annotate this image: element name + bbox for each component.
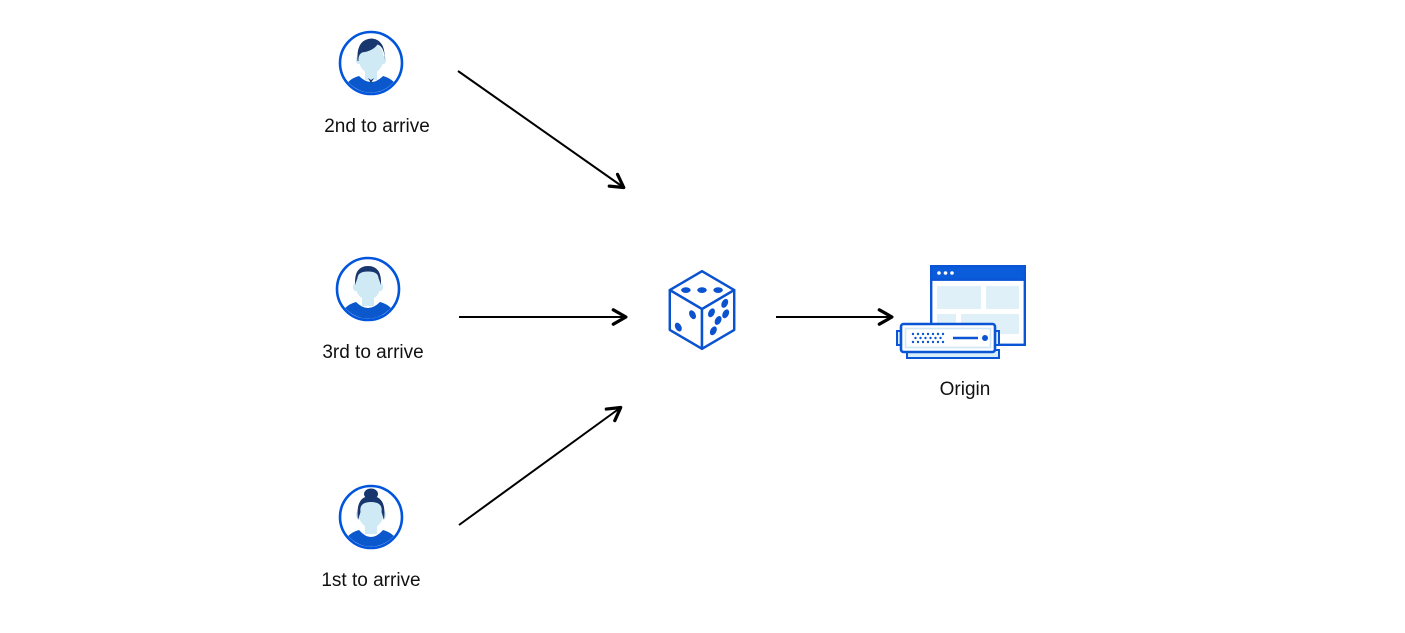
visitor-node-2nd: [338, 30, 404, 96]
dice-icon: [668, 269, 736, 351]
visitor-label-1st: 1st to arrive: [321, 570, 421, 591]
visitor-node-3rd: [335, 256, 401, 322]
origin-server-node: [896, 322, 1002, 362]
man-swept-hair-avatar-icon: [338, 30, 404, 96]
visitor-label-2nd: 2nd to arrive: [324, 116, 430, 137]
arrow-visitor1-to-dice: [458, 405, 623, 526]
arrow-visitor2-to-dice: [457, 70, 626, 190]
visitor-node-1st: [338, 484, 404, 550]
dice-node: [666, 266, 738, 354]
woman-bun-avatar-icon: [338, 484, 404, 550]
origin-server-icon: [896, 322, 1000, 359]
origin-label: Origin: [939, 379, 991, 400]
visitor-label-3rd: 3rd to arrive: [322, 342, 424, 363]
man-short-hair-avatar-icon: [335, 256, 401, 322]
